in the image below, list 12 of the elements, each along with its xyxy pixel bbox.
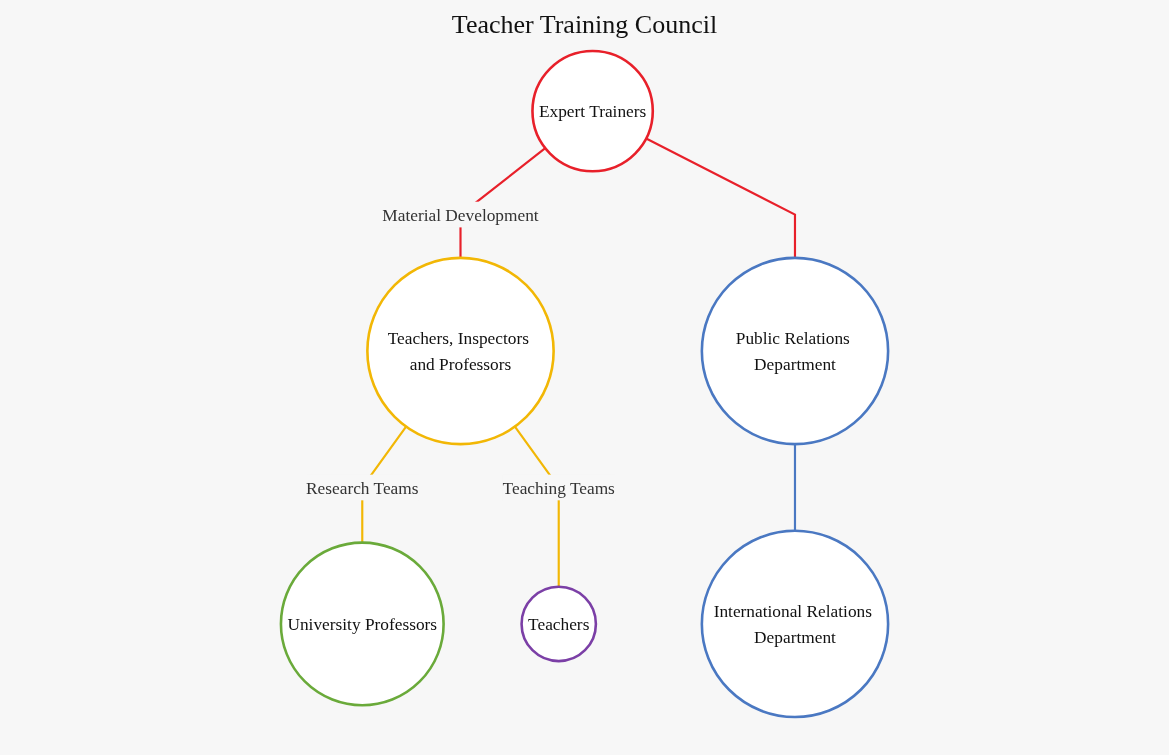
node-circle: International Relations Department xyxy=(700,529,890,719)
node-circle: Teachers xyxy=(520,585,598,663)
connector xyxy=(793,444,797,531)
edge-label: Teaching Teams xyxy=(502,477,615,497)
connector xyxy=(645,137,797,258)
node-circle: Teachers, Inspectors and Professors xyxy=(366,256,555,446)
edge-label: Research Teams xyxy=(305,477,419,497)
edge-label: Material Development xyxy=(382,205,539,225)
node-circle: Expert Trainers xyxy=(531,49,655,173)
diagram-title: Teacher Training Council xyxy=(450,10,719,40)
node-circle: Public Relations Department xyxy=(700,256,890,446)
node-circle: University Professors xyxy=(279,541,445,707)
